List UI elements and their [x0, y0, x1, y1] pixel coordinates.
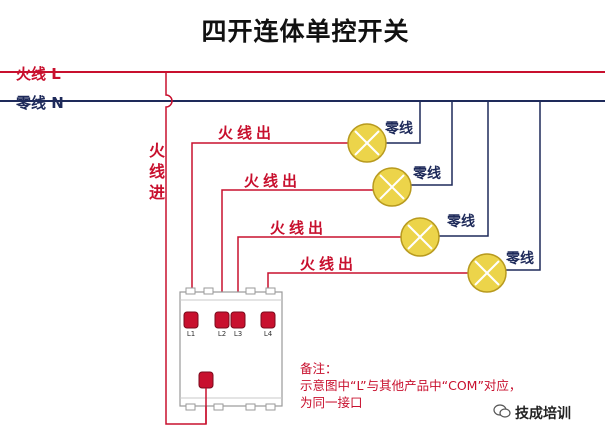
lamp-4	[467, 253, 507, 293]
live-out-label-4: 火线出	[300, 255, 358, 273]
neutral-label-1: 零线	[385, 121, 413, 137]
terminal-label-l1: L1	[186, 330, 196, 338]
wechat-icon	[493, 404, 511, 418]
neutral-drop-3	[438, 101, 489, 237]
page-title: 四开连体单控开关	[201, 17, 410, 46]
neutral-line-label: 零线 N	[16, 94, 64, 112]
live-in-wire	[165, 72, 207, 425]
live-line-label: 火线 L	[16, 65, 61, 83]
watermark: 技成培训	[515, 406, 571, 422]
terminal-l-common	[198, 371, 214, 389]
live-out-wire-2	[221, 189, 374, 312]
terminal-l3	[230, 311, 246, 329]
lamp-3	[400, 217, 440, 257]
neutral-label-2: 零线	[413, 166, 441, 182]
terminal-l1	[183, 311, 199, 329]
live-out-label-3: 火线出	[270, 219, 328, 237]
terminal-l2	[214, 311, 230, 329]
terminal-l4	[260, 311, 276, 329]
neutral-label-4: 零线	[506, 251, 534, 267]
live-in-label: 火线进	[148, 141, 165, 202]
neutral-drop-4	[505, 101, 541, 271]
neutral-drop-1	[386, 101, 421, 144]
neutral-label-3: 零线	[447, 214, 475, 230]
live-out-wire-1	[191, 142, 348, 312]
neutral-drop-2	[410, 101, 453, 186]
note-text: 备注： 示意图中“L”与其他产品中“COM”对应， 为同一接口	[300, 361, 522, 410]
switch-body	[179, 287, 283, 411]
lamp-2	[372, 167, 412, 207]
live-out-wire-4	[267, 272, 468, 312]
terminal-label-l3: L3	[233, 330, 243, 338]
lamp-1	[347, 123, 387, 163]
terminal-label-l2: L2	[217, 330, 227, 338]
live-out-label-1: 火线出	[218, 124, 276, 142]
live-out-wire-3	[237, 236, 401, 312]
terminal-label-l4: L4	[263, 330, 273, 338]
live-out-label-2: 火线出	[244, 172, 302, 190]
